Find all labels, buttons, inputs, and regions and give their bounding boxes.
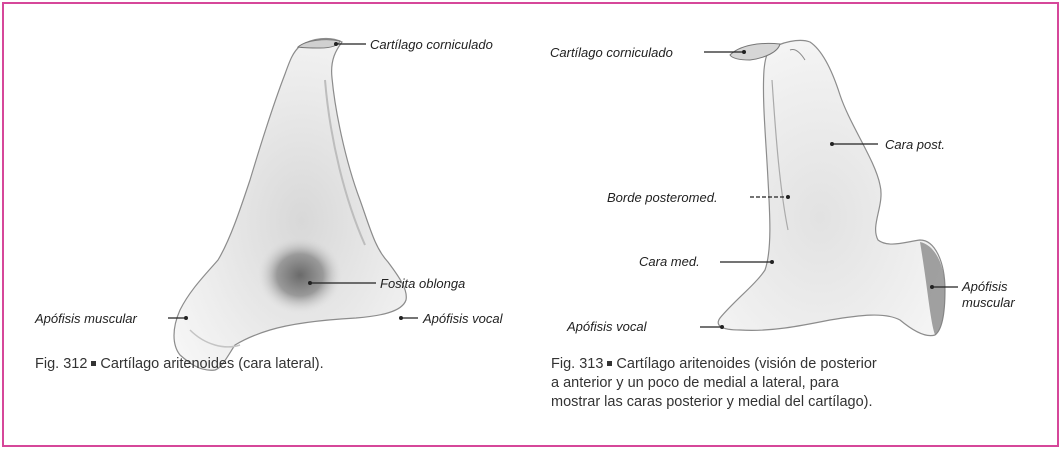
fig-313-caption-line3: mostrar las caras posterior y medial del…: [551, 394, 873, 410]
fig-313-caption-text-1: Cartílago aritenoides (visión de posteri…: [616, 356, 877, 372]
fig-312-fosita-oblonga-area: [258, 237, 342, 313]
fig-313-label-cara-post: Cara post.: [885, 137, 945, 152]
fig-312-leader-dot: [334, 42, 338, 46]
fig-313-hatch: [789, 49, 806, 61]
fig-312-label-vocal: Apófisis vocal: [423, 311, 503, 326]
fig-313-cartilage-shape: [717, 39, 946, 337]
caption-bullet-icon: [607, 361, 613, 367]
fig-312-shading: [324, 79, 366, 246]
fig-312-shading-base: [189, 329, 241, 348]
fig-313-label-cara-med: Cara med.: [639, 254, 700, 269]
fig-312-label-fosita: Fosita oblonga: [380, 276, 466, 291]
fig-313-leader-dot: [830, 142, 834, 146]
fig-313-caption: Fig. 313 Cartílago aritenoides (visión de…: [551, 355, 877, 412]
fig-312-leader-dot: [184, 316, 188, 320]
fig-312-caption-number: Fig. 312: [35, 356, 88, 372]
fig-312-label-corniculado: Cartílago corniculado: [370, 37, 493, 52]
fig-313-label-muscular-line2: muscular: [962, 295, 1015, 310]
fig-313-leader-dot: [742, 50, 746, 54]
fig-312-caption-text: Cartílago aritenoides (cara lateral).: [100, 356, 324, 372]
fig-312-corniculado-shape: [296, 39, 341, 49]
fig-312-leader-dot: [308, 281, 312, 285]
fig-313-label-borde: Borde posteromed.: [607, 190, 718, 205]
caption-bullet-icon: [91, 361, 97, 367]
fig-313-leader-dot: [786, 195, 790, 199]
fig-313-corniculado-shape: [729, 42, 781, 61]
fig-312-leader-dot: [399, 316, 403, 320]
fig-313-label-muscular-line1: Apófisis: [962, 279, 1008, 294]
fig-312-label-muscular: Apófisis muscular: [35, 311, 137, 326]
fig-313-label-vocal: Apófisis vocal: [567, 319, 647, 334]
fig-313-caption-line1: Fig. 313 Cartílago aritenoides (visión de…: [551, 355, 877, 374]
fig-313-label-corniculado: Cartílago corniculado: [550, 45, 673, 60]
fig-313-border-line: [771, 79, 789, 231]
fig-313-leader-dot: [770, 260, 774, 264]
fig-313-leader-dot: [930, 285, 934, 289]
fig-312-cartilage-shape: [173, 37, 407, 371]
fig-313-leader-dot: [720, 325, 724, 329]
fig-313-caption-line2: a anterior y un poco de medial a lateral…: [551, 375, 839, 391]
fig-313-caption-number: Fig. 313: [551, 356, 604, 372]
fig-312-caption: Fig. 312 Cartílago aritenoides (cara late…: [35, 355, 324, 374]
